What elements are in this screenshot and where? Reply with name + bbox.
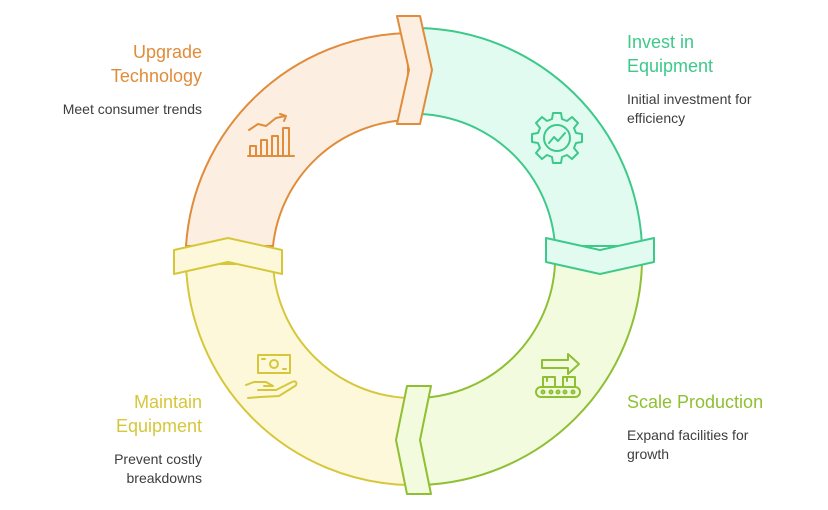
hand-money-icon [245, 354, 298, 399]
arrow-lime-to-yellow [395, 385, 432, 495]
bar-chart-trend-icon [247, 113, 295, 157]
desc-line: Initial investment for [627, 91, 752, 107]
step-upgrade-technology: Upgrade Technology Meet consumer trends [20, 40, 202, 119]
title-line: Invest in [627, 32, 695, 52]
step-maintain-equipment: Maintain Equipment Prevent costly breakd… [20, 390, 202, 488]
step-title: Invest in Equipment [627, 30, 817, 78]
step-description: Meet consumer trends [20, 100, 202, 119]
segment-upgrade-technology [184, 31, 409, 247]
desc-line: Expand facilities for [627, 427, 749, 443]
step-description: Expand facilities for growth [627, 426, 822, 464]
title-line: Scale Production [627, 392, 764, 412]
segment-scale-production [419, 263, 644, 487]
title-line: Equipment [627, 56, 714, 76]
step-description: Initial investment for efficiency [627, 90, 817, 128]
desc-line: breakdowns [126, 470, 203, 486]
step-title: Upgrade Technology [20, 40, 202, 88]
step-title: Scale Production [627, 390, 822, 414]
desc-line: growth [627, 446, 670, 462]
conveyor-arrow-icon [535, 353, 581, 398]
gear-chart-icon [531, 112, 583, 164]
desc-line: Meet consumer trends [62, 101, 202, 117]
arrow-yellow-to-orange [173, 237, 283, 275]
step-description: Prevent costly breakdowns [20, 450, 202, 488]
step-title: Maintain Equipment [20, 390, 202, 438]
step-invest-equipment: Invest in Equipment Initial investment f… [627, 30, 817, 128]
title-line: Equipment [115, 416, 202, 436]
title-line: Upgrade [132, 42, 202, 62]
title-line: Technology [110, 66, 202, 86]
desc-line: Prevent costly [114, 451, 202, 467]
arrow-green-to-lime [545, 237, 655, 275]
arrow-orange-to-green [396, 15, 433, 125]
title-line: Maintain [133, 392, 202, 412]
desc-line: efficiency [627, 110, 686, 126]
step-scale-production: Scale Production Expand facilities for g… [627, 390, 822, 464]
segment-maintain-equipment [184, 263, 409, 487]
